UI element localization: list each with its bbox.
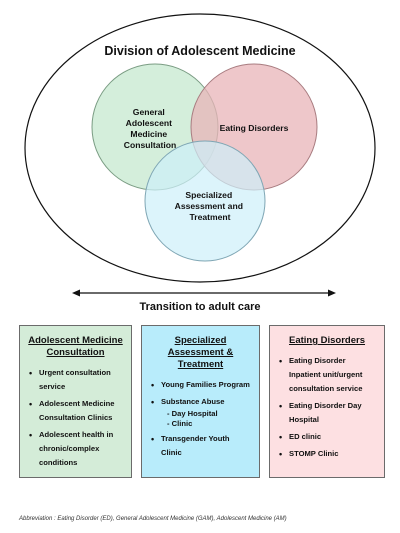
list-item-label: Substance Abuse [161,397,225,406]
list-item: Eating Disorder Inpatient unit/urgent co… [279,354,377,396]
list-item: Substance Abuse - Day Hospital - Clinic [151,395,252,429]
division-title: Division of Adolescent Medicine [104,44,296,58]
transition-label: Transition to adult care [139,301,261,313]
sat-circle [144,140,266,262]
sat-box: Specialized Assessment & Treatment Young… [141,325,260,478]
gam-circle-label: General Adolescent Medicine Consultation [124,107,177,150]
gam-box: Adolescent Medicine Consultation Urgent … [19,325,132,478]
sat-service-list: Young Families Program Substance Abuse -… [149,378,252,460]
ed-circle-label: Eating Disorders [220,123,289,133]
gam-service-list: Urgent consultation service Adolescent M… [27,366,124,470]
sub-item-day-hospital: - Day Hospital [167,409,218,418]
list-item: Eating Disorder Day Hospital [279,399,377,427]
arrow-head-left-icon [72,289,80,297]
abbreviation-footnote: Abbreviation : Eating Disorder (ED), Gen… [19,516,287,522]
list-item: Transgender Youth Clinic [151,432,252,460]
sat-box-title: Specialized Assessment & Treatment [167,335,234,370]
list-item: ED clinic [279,430,377,444]
ed-service-list: Eating Disorder Inpatient unit/urgent co… [277,354,377,461]
division-outer-ellipse [24,13,376,283]
list-item: Young Families Program [151,378,252,392]
venn-diagram: General Adolescent Medicine Consultation… [24,13,376,297]
list-item: STOMP Clinic [279,447,377,461]
list-item: Adolescent Medicine Consultation Clinics [29,397,124,425]
ed-box: Eating Disorders Eating Disorder Inpatie… [269,325,385,478]
list-item: Adolescent health in chronic/complex con… [29,428,124,470]
gam-box-title: Adolescent Medicine Consultation [28,335,123,358]
list-item: Urgent consultation service [29,366,124,394]
sat-circle-label: Specialized Assessment and Treatment [175,190,246,222]
arrow-head-right-icon [328,289,336,297]
sub-item-clinic: - Clinic [167,419,193,428]
ed-box-title: Eating Disorders [288,335,366,346]
